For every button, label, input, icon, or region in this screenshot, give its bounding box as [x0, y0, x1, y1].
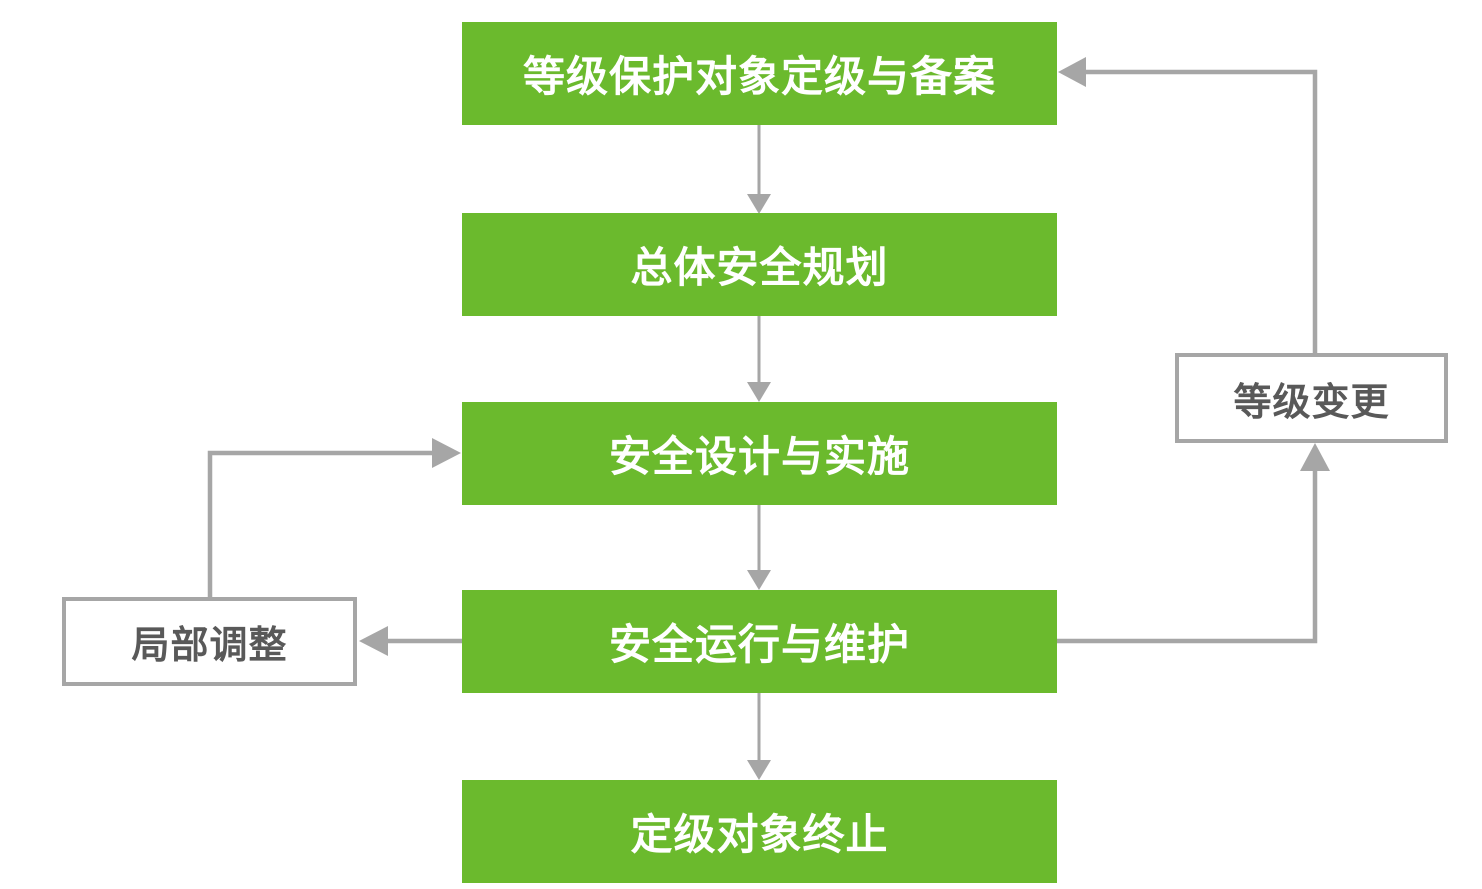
arrow-operation-to-partial-adjustment	[359, 626, 462, 656]
node-overall-security-planning: 总体安全规划	[462, 213, 1057, 316]
arrow-design-to-operation	[747, 505, 771, 590]
node-label: 总体安全规划	[630, 244, 889, 291]
arrow-partial-adjustment-to-design	[207, 438, 461, 597]
node-label: 安全运行与维护	[608, 621, 910, 668]
node-label: 等级变更	[1233, 381, 1390, 424]
node-grading-and-filing: 等级保护对象定级与备案	[462, 22, 1057, 125]
node-label: 局部调整	[131, 625, 288, 667]
node-level-change: 等级变更	[1175, 353, 1448, 443]
node-security-design-implementation: 安全设计与实施	[462, 402, 1057, 505]
arrow-operation-to-termination	[747, 693, 771, 780]
node-label: 定级对象终止	[630, 811, 889, 858]
node-label: 安全设计与实施	[608, 433, 910, 480]
node-partial-adjustment: 局部调整	[62, 597, 357, 686]
arrow-grading-to-planning	[747, 125, 771, 214]
arrow-planning-to-design	[747, 316, 771, 402]
node-security-operation-maintenance: 安全运行与维护	[462, 590, 1057, 693]
arrow-operation-to-level-change	[1057, 443, 1330, 644]
node-graded-object-termination: 定级对象终止	[462, 780, 1057, 883]
node-label: 等级保护对象定级与备案	[522, 53, 996, 100]
arrow-level-change-to-grading	[1058, 57, 1318, 353]
